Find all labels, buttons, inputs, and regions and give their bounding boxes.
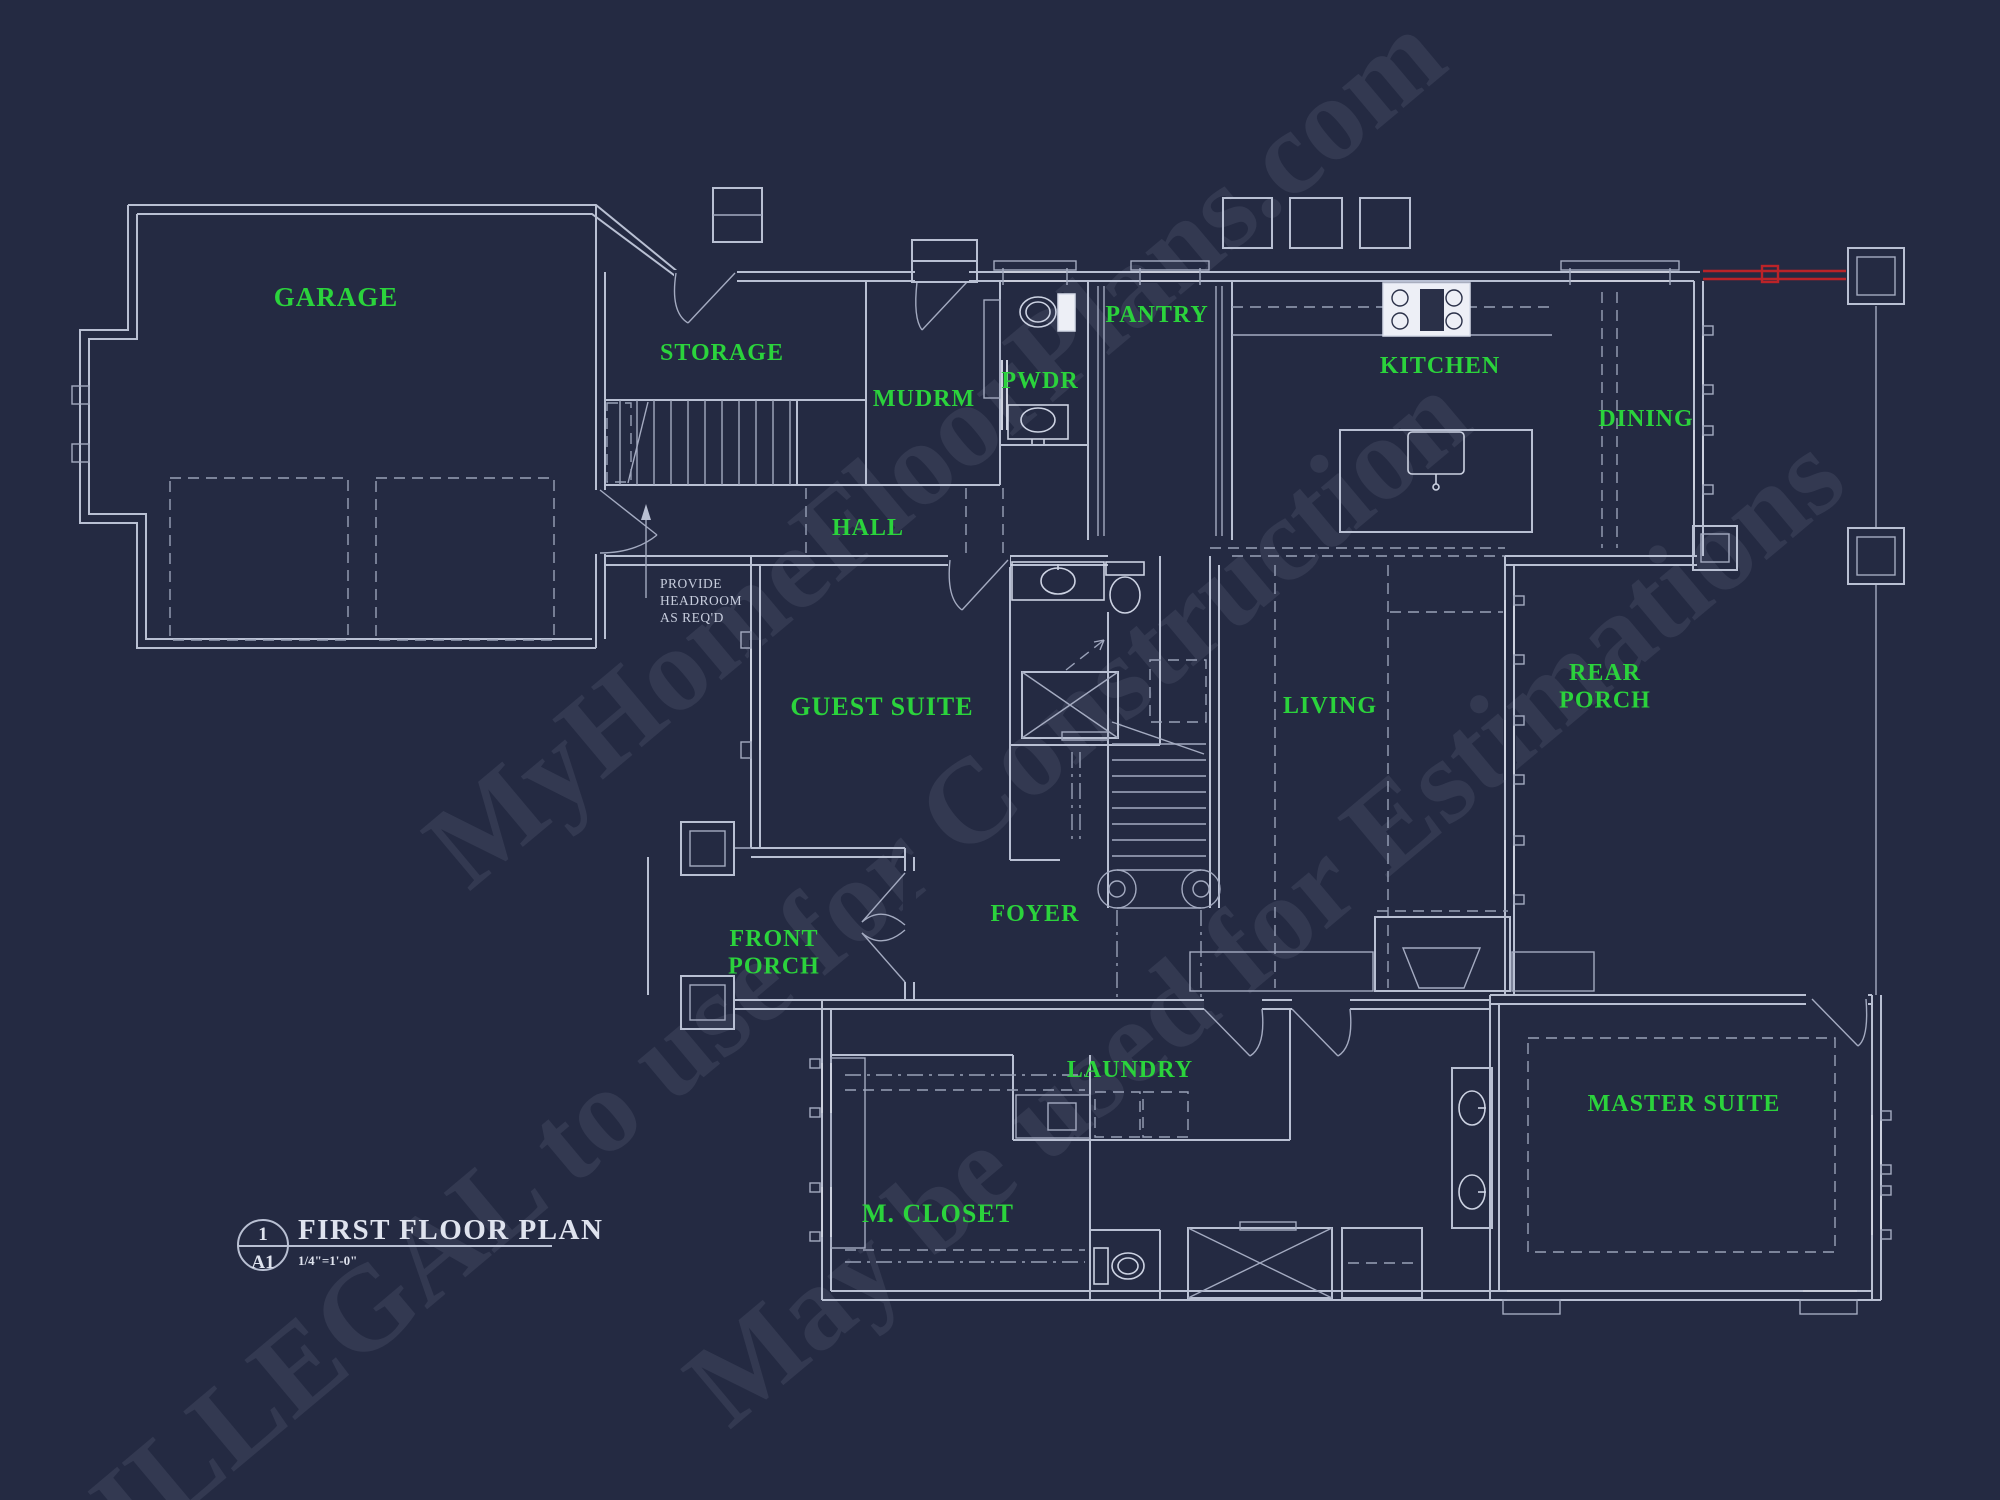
room-label-master-suite: MASTER SUITE [1588, 1091, 1781, 1117]
room-label-dining: DINING [1598, 406, 1693, 432]
sheet-number: 1 [258, 1224, 268, 1245]
windows-layer [740, 260, 1892, 1315]
fireplace [1189, 910, 1595, 992]
window [1502, 1289, 1561, 1315]
chimney [712, 187, 763, 243]
doors-layer [594, 270, 1868, 1057]
window [1503, 715, 1525, 785]
window [740, 631, 762, 759]
guest-bath-shower [1021, 671, 1119, 741]
door-laundry [1203, 1008, 1264, 1057]
room-label-kitchen: KITCHEN [1380, 353, 1500, 379]
roof-post [1222, 197, 1273, 249]
front-double-doors [861, 872, 906, 983]
window [809, 1058, 833, 1118]
porch-column [1692, 525, 1738, 571]
room-labels-layer: GARAGE STORAGE MUDRM PWDR PANTRY KITCHEN DININ… [274, 282, 1781, 1228]
porch-column [1847, 527, 1905, 585]
door-master-suite [1811, 998, 1868, 1047]
master-vanity [1451, 1067, 1493, 1229]
sheet-ref: A1 [251, 1252, 274, 1273]
window [1692, 325, 1714, 395]
room-label-garage: GARAGE [274, 282, 399, 312]
laundry-counter [1015, 1094, 1091, 1139]
fixtures-layer [680, 187, 1905, 1299]
room-label-foyer: FOYER [991, 901, 1080, 927]
roof-post [1359, 197, 1411, 249]
mudroom-bench [911, 239, 1001, 399]
pwdr-toilet [1019, 293, 1076, 332]
room-label-pwdr: PWDR [1001, 368, 1078, 394]
master-closet-shelving [830, 1057, 1085, 1263]
window [993, 260, 1077, 285]
window [1503, 835, 1525, 905]
pwdr-sink [1007, 404, 1069, 444]
master-wc-toilet [1093, 1247, 1145, 1285]
door-storage [673, 270, 737, 324]
room-label-laundry: LAUNDRY [1067, 1057, 1193, 1083]
window [1130, 260, 1210, 285]
window [1870, 1185, 1892, 1240]
room-label-guest-suite: GUEST SUITE [790, 692, 973, 721]
washer-dryer [1094, 1091, 1189, 1138]
red-beam [1703, 264, 1846, 284]
guest-bath-sink [1011, 561, 1105, 601]
main-staircase [1065, 639, 1221, 998]
master-linen [1341, 1227, 1423, 1299]
roof-post [1289, 197, 1343, 249]
room-label-hall: HALL [832, 515, 904, 541]
room-label-living: LIVING [1283, 693, 1377, 719]
door-garage-hall [594, 489, 658, 554]
window [1799, 1289, 1858, 1315]
master-shower [1187, 1221, 1333, 1299]
porch-column [1847, 247, 1905, 305]
kitchen-range [1382, 282, 1471, 337]
porch-column [680, 821, 735, 876]
storage-stairs [606, 400, 791, 485]
headroom-annotation: PROVIDE HEADROOM AS REQ'D [641, 504, 746, 625]
porch-column [680, 975, 735, 1030]
window [809, 1182, 833, 1242]
title-block: 1 A1 FIRST FLOOR PLAN 1/4"=1'-0" [237, 1214, 603, 1273]
window [1503, 595, 1525, 665]
guest-bath-toilet [1105, 561, 1145, 614]
window [1870, 1110, 1892, 1175]
window [1560, 260, 1680, 285]
watermark-layer: MyHomeFloorPlans.com© ILLEGAL to use for… [0, 0, 1868, 1500]
headroom-note: PROVIDE HEADROOM AS REQ'D [660, 576, 746, 625]
kitchen-island [1339, 429, 1533, 533]
drawing-title: FIRST FLOOR PLAN [298, 1214, 603, 1246]
door-guest-bath [948, 554, 1010, 611]
room-label-mudrm: MUDRM [873, 386, 975, 412]
room-label-pantry: PANTRY [1105, 302, 1208, 328]
room-label-m-closet: M. CLOSET [862, 1199, 1014, 1228]
window [1692, 425, 1714, 495]
door-master-bath [1291, 1008, 1352, 1057]
room-label-storage: STORAGE [660, 340, 784, 366]
drawing-scale: 1/4"=1'-0" [298, 1253, 357, 1268]
door-mudroom [915, 270, 969, 331]
